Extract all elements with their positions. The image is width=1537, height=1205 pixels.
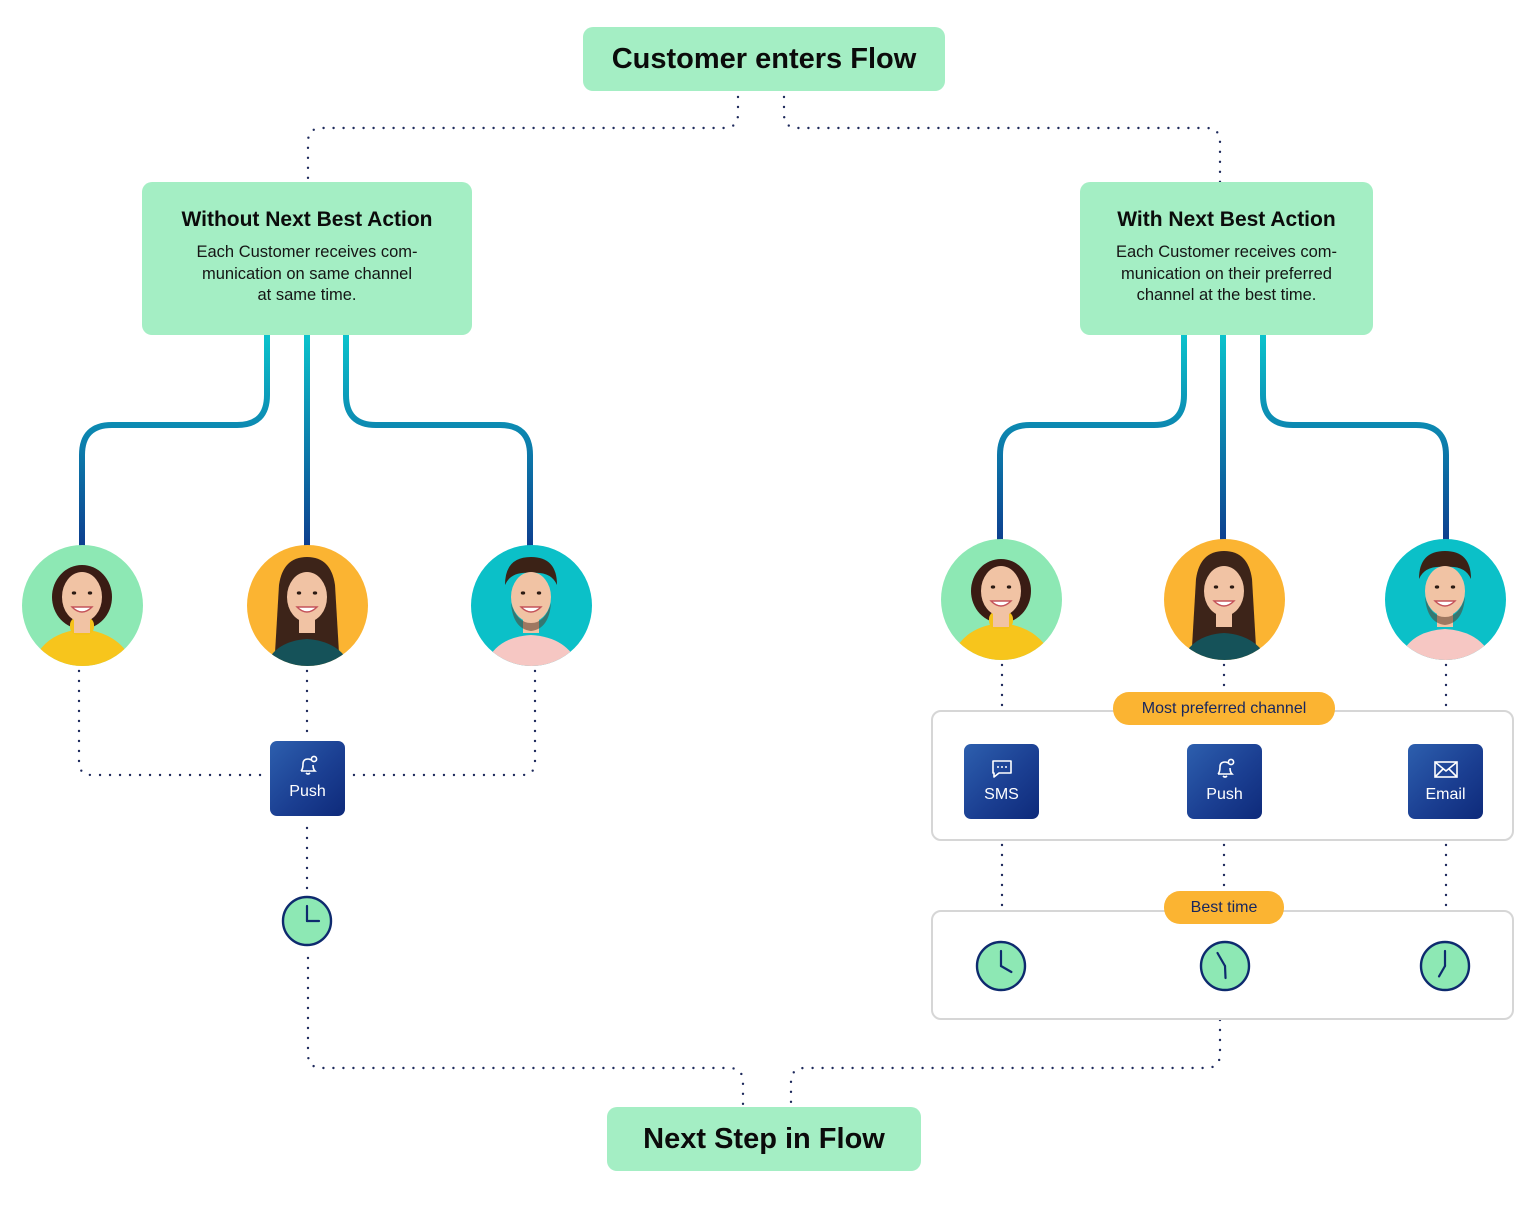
customer-avatar-man: [1385, 539, 1506, 660]
envelope-icon: [1433, 761, 1458, 778]
clock-icon: [1199, 940, 1251, 992]
clock-hour-hand: [1223, 964, 1227, 980]
clock-hour-hand: [1437, 964, 1447, 978]
description-line: at same time.: [257, 286, 357, 304]
description-line: munication on same channel: [201, 264, 413, 283]
branch-without-nba[interactable]: Without Next Best Action Each Customer r…: [142, 182, 472, 335]
description-line: Each Customer receives com-: [1116, 243, 1337, 261]
flow-end-label: Next Step in Flow: [643, 1123, 885, 1155]
branch-title: Without Next Best Action: [181, 208, 433, 231]
solid-connector-right-3: [1260, 335, 1449, 540]
flow-start-label: Customer enters Flow: [611, 43, 917, 75]
solid-connector-right-1: [997, 335, 1187, 540]
description-line: munication on their preferred: [1121, 264, 1332, 283]
channel-sms[interactable]: SMS: [964, 744, 1039, 819]
dotted-connector-start-right: [782, 95, 1222, 184]
description-line: Each Customer receives com-: [196, 243, 418, 261]
clock-hour-hand: [999, 964, 1013, 974]
customer-avatar-woman-long-hair: [247, 545, 368, 666]
dotted-connector-right-end: [789, 1018, 1222, 1109]
bell-icon: [299, 755, 317, 775]
clock-icon: [1419, 940, 1471, 992]
channel-push-left[interactable]: Push: [270, 741, 345, 816]
clock-icon: [281, 895, 333, 947]
flow-start-node[interactable]: Customer enters Flow: [583, 27, 945, 91]
flow-end-node[interactable]: Next Step in Flow: [607, 1107, 921, 1171]
customer-avatar-woman-long-hair: [1164, 539, 1285, 660]
channel-email[interactable]: Email: [1408, 744, 1483, 819]
preferred-channel-label: Most preferred channel: [1113, 692, 1335, 725]
solid-connector-left-1: [79, 335, 270, 546]
best-time-label: Best time: [1164, 891, 1284, 924]
channel-label: Push: [289, 783, 326, 800]
branch-title: With Next Best Action: [1117, 208, 1336, 231]
dotted-connector-left-clock-end: [306, 956, 745, 1109]
dotted-connector-left-c3: [343, 669, 537, 777]
channel-label: Email: [1425, 786, 1466, 803]
channel-label: SMS: [984, 786, 1019, 803]
channel-label: Push: [1206, 786, 1243, 803]
dotted-connector-left-c1: [77, 669, 272, 777]
customer-avatar-man: [471, 545, 592, 666]
channel-push[interactable]: Push: [1187, 744, 1262, 819]
description-line: channel at the best time.: [1136, 286, 1317, 304]
customer-avatar-woman-short-hair: [22, 545, 143, 666]
customer-avatar-woman-short-hair: [941, 539, 1062, 660]
solid-connector-left-3: [343, 335, 533, 546]
bell-icon: [1216, 758, 1234, 778]
clock-icon: [975, 940, 1027, 992]
clock-minute-hand: [1216, 951, 1227, 968]
branch-with-nba[interactable]: With Next Best Action Each Customer rece…: [1080, 182, 1373, 335]
branch-description: Each Customer receives com- munication o…: [1080, 242, 1373, 307]
branch-description: Each Customer receives com- munication o…: [142, 242, 472, 307]
chat-bubble-icon: [991, 760, 1012, 778]
dotted-connector-start-left: [306, 95, 740, 184]
